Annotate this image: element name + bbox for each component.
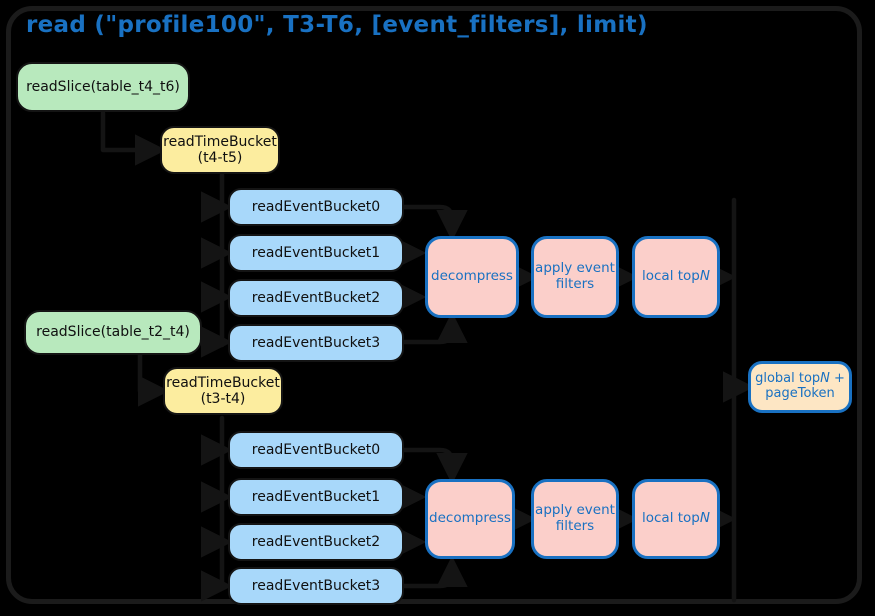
node-read-event-bucket-top-1-label: readEventBucket1 bbox=[251, 244, 381, 261]
node-local-topn-top[interactable]: local topN bbox=[632, 236, 720, 318]
node-apply-event-filters-top-line2: filters bbox=[555, 276, 595, 292]
node-read-time-bucket-top[interactable]: readTimeBucket (t4-t5) bbox=[160, 126, 280, 174]
node-read-slice-top-label: readSlice(table_t4_t6) bbox=[26, 78, 180, 95]
node-global-topn-pagetoken[interactable]: global topN + pageToken bbox=[748, 361, 852, 413]
node-apply-event-filters-top-line1: apply event bbox=[535, 260, 615, 277]
node-local-topn-bottom-label: local topN bbox=[642, 510, 710, 527]
node-global-topn-n: N + bbox=[820, 371, 845, 387]
node-read-event-bucket-bottom-1[interactable]: readEventBucket1 bbox=[228, 478, 404, 516]
edge-slice-bottom-to-bucket-bottom bbox=[137, 344, 170, 407]
node-read-event-bucket-bottom-0-label: readEventBucket0 bbox=[251, 441, 381, 458]
node-read-event-bucket-top-3-label: readEventBucket3 bbox=[251, 334, 381, 351]
node-read-event-bucket-bottom-3[interactable]: readEventBucket3 bbox=[228, 567, 404, 605]
node-read-event-bucket-top-0-label: readEventBucket0 bbox=[251, 198, 381, 215]
node-read-time-bucket-bottom-line1: readTimeBucket bbox=[166, 374, 280, 391]
node-global-topn-line2: pageToken bbox=[765, 386, 835, 401]
node-read-event-bucket-bottom-2-label: readEventBucket2 bbox=[251, 533, 381, 550]
node-read-time-bucket-bottom[interactable]: readTimeBucket (t3-t4) bbox=[163, 367, 283, 415]
node-read-time-bucket-bottom-line2: (t3-t4) bbox=[200, 391, 246, 407]
node-apply-event-filters-top[interactable]: apply event filters bbox=[531, 236, 619, 318]
node-local-topn-bottom-n: N bbox=[699, 510, 710, 527]
edge-slice-top-to-bucket-top bbox=[100, 110, 167, 166]
node-decompress-bottom-label: decompress bbox=[429, 510, 511, 527]
node-read-event-bucket-top-2[interactable]: readEventBucket2 bbox=[228, 279, 404, 317]
node-decompress-top[interactable]: decompress bbox=[425, 236, 519, 318]
node-read-slice-top[interactable]: readSlice(table_t4_t6) bbox=[16, 62, 190, 112]
node-local-topn-bottom[interactable]: local topN bbox=[632, 479, 720, 559]
node-read-event-bucket-top-0[interactable]: readEventBucket0 bbox=[228, 188, 404, 226]
edge-eb3-decompress-bottom bbox=[401, 555, 468, 589]
node-apply-event-filters-bottom-line1: apply event bbox=[535, 502, 615, 519]
edge-eb3-decompress-top bbox=[401, 311, 468, 345]
node-read-event-bucket-bottom-0[interactable]: readEventBucket0 bbox=[228, 431, 404, 469]
node-read-event-bucket-bottom-2[interactable]: readEventBucket2 bbox=[228, 523, 404, 561]
node-global-topn-line1: global topN + bbox=[755, 371, 845, 387]
node-apply-event-filters-bottom[interactable]: apply event filters bbox=[531, 479, 619, 559]
node-read-time-bucket-top-line2: (t4-t5) bbox=[197, 150, 243, 166]
node-read-slice-bottom[interactable]: readSlice(table_t2_t4) bbox=[24, 310, 202, 355]
node-local-topn-top-label: local topN bbox=[642, 268, 710, 285]
node-decompress-bottom[interactable]: decompress bbox=[425, 479, 515, 559]
node-read-slice-bottom-label: readSlice(table_t2_t4) bbox=[36, 324, 190, 341]
node-read-event-bucket-top-3[interactable]: readEventBucket3 bbox=[228, 324, 404, 362]
node-read-event-bucket-bottom-3-label: readEventBucket3 bbox=[251, 577, 381, 594]
node-read-event-bucket-top-2-label: readEventBucket2 bbox=[251, 289, 381, 306]
node-read-event-bucket-top-1[interactable]: readEventBucket1 bbox=[228, 234, 404, 272]
node-read-time-bucket-top-line1: readTimeBucket bbox=[163, 133, 277, 150]
node-decompress-top-label: decompress bbox=[431, 268, 513, 285]
node-local-topn-top-n: N bbox=[699, 268, 710, 285]
edge-eb0-decompress-top bbox=[401, 204, 468, 242]
edge-eb0-decompress-bottom bbox=[401, 447, 468, 485]
node-apply-event-filters-bottom-line2: filters bbox=[555, 518, 595, 534]
node-read-event-bucket-bottom-1-label: readEventBucket1 bbox=[251, 488, 381, 505]
page-title: read ("profile100", T3-T6, [event_filter… bbox=[26, 12, 648, 38]
